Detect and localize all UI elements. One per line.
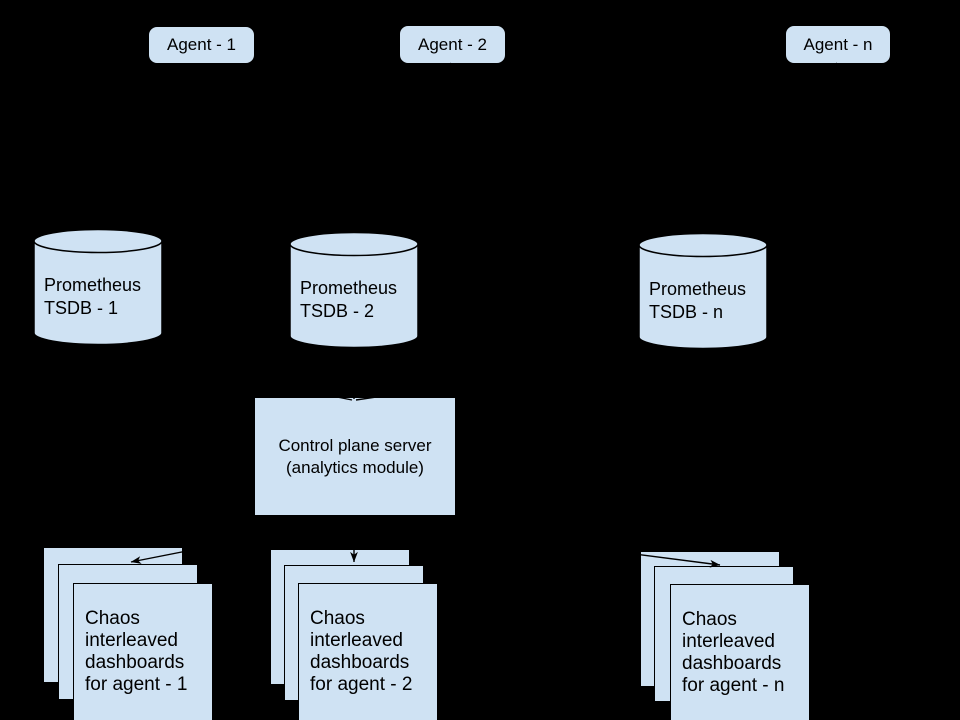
agent-n-label: Agent - n xyxy=(803,34,873,54)
agent-1-node: Agent - 1 xyxy=(148,26,255,64)
dashboard-stack-2-label: Chaos interleaved dashboards for agent -… xyxy=(310,608,413,695)
connector-tsdbn-controlplane xyxy=(355,348,704,401)
control-plane-label-line1: Control plane server xyxy=(278,435,432,455)
tsdb-2-cylinder: Prometheus TSDB - 2 xyxy=(289,231,419,349)
connector-tsdb1-controlplane xyxy=(97,348,353,401)
control-plane-label-line2: (analytics module) xyxy=(286,457,424,477)
control-plane-box: Control plane server (analytics module) xyxy=(254,397,456,516)
dashboard-stack-n-label: Chaos interleaved dashboards for agent -… xyxy=(682,609,785,696)
stack-2-page-front: Chaos interleaved dashboards for agent -… xyxy=(298,583,438,720)
tsdb-n-cylinder: Prometheus TSDB - n xyxy=(638,232,768,350)
stack-n-page-front: Chaos interleaved dashboards for agent -… xyxy=(670,584,810,720)
dashboard-stack-1-label: Chaos interleaved dashboards for agent -… xyxy=(85,608,188,695)
connector-agent1-tsdb1 xyxy=(97,63,202,226)
database-cylinder-icon xyxy=(33,228,163,346)
tsdb-1-cylinder: Prometheus TSDB - 1 xyxy=(33,228,163,346)
connector-agent2-tsdb2 xyxy=(353,62,452,229)
tsdb-1-label: Prometheus TSDB - 1 xyxy=(44,275,142,318)
tsdb-2-label: Prometheus TSDB - 2 xyxy=(300,278,398,321)
agent-2-node: Agent - 2 xyxy=(399,25,506,64)
agent-2-label: Agent - 2 xyxy=(418,34,487,54)
connector-agentn-tsdbn xyxy=(702,62,838,231)
database-cylinder-icon xyxy=(289,231,419,349)
agent-1-label: Agent - 1 xyxy=(167,35,236,54)
agent-n-node: Agent - n xyxy=(785,25,891,64)
tsdb-n-label: Prometheus TSDB - n xyxy=(649,279,747,322)
stack-1-page-front: Chaos interleaved dashboards for agent -… xyxy=(73,583,213,720)
